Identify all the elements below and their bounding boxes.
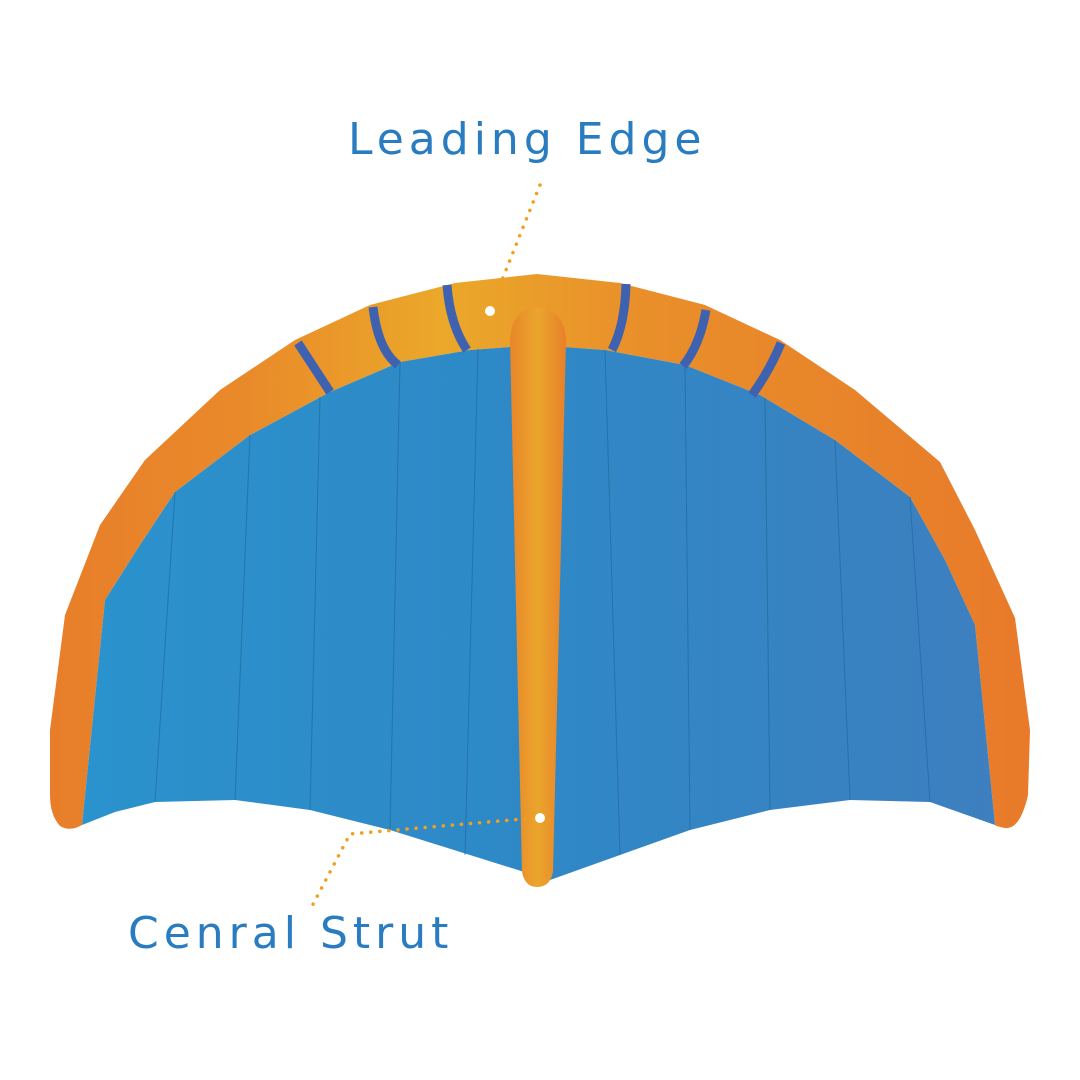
central-strut-label: Cenral Strut (128, 908, 454, 959)
central-strut-pointer (308, 813, 545, 912)
leading-edge-pointer (485, 183, 542, 316)
leading-edge-label: Leading Edge (348, 114, 707, 165)
leading-edge-stripes (294, 283, 786, 398)
canopy-seams (154, 348, 931, 856)
central-strut (510, 308, 566, 887)
